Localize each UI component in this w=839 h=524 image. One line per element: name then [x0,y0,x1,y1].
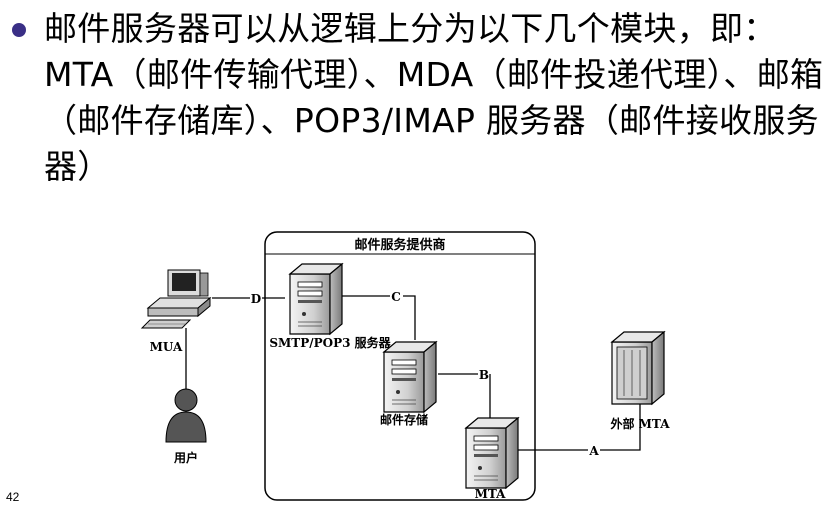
link-label-b: B [479,368,489,382]
link-label-a: A [588,444,599,458]
external-mta-label: 外部 MTA [610,416,670,431]
link-label-c: C [391,290,401,304]
slide-number: 42 [6,490,20,504]
bullet-block: 邮件服务器可以从逻辑上分为以下几个模块，即：MTA（邮件传输代理）、MDA（邮件… [12,6,832,190]
user-icon [165,388,207,443]
smtp-server-icon [289,263,343,335]
mta-label: MTA [475,487,507,501]
link-c-right [403,295,416,340]
storage-label: 邮件存储 [380,412,428,427]
link-a-right [600,398,641,451]
user-label: 用户 [173,450,198,465]
bullet-text: 邮件服务器可以从逻辑上分为以下几个模块，即：MTA（邮件传输代理）、MDA（邮件… [44,9,824,186]
mta-server-icon [465,417,519,489]
mua-label: MUA [150,340,183,354]
provider-box-title: 邮件服务提供商 [354,237,445,253]
provider-box [264,231,536,501]
smtp-server-label: SMTP/POP3 服务器 [269,335,391,350]
connection-lines [185,295,641,451]
storage-server-icon [383,341,437,413]
external-mta-rack-icon [610,330,666,406]
bullet-dot-icon [12,23,26,37]
link-label-d: D [251,292,261,306]
computer-icon [140,269,212,329]
